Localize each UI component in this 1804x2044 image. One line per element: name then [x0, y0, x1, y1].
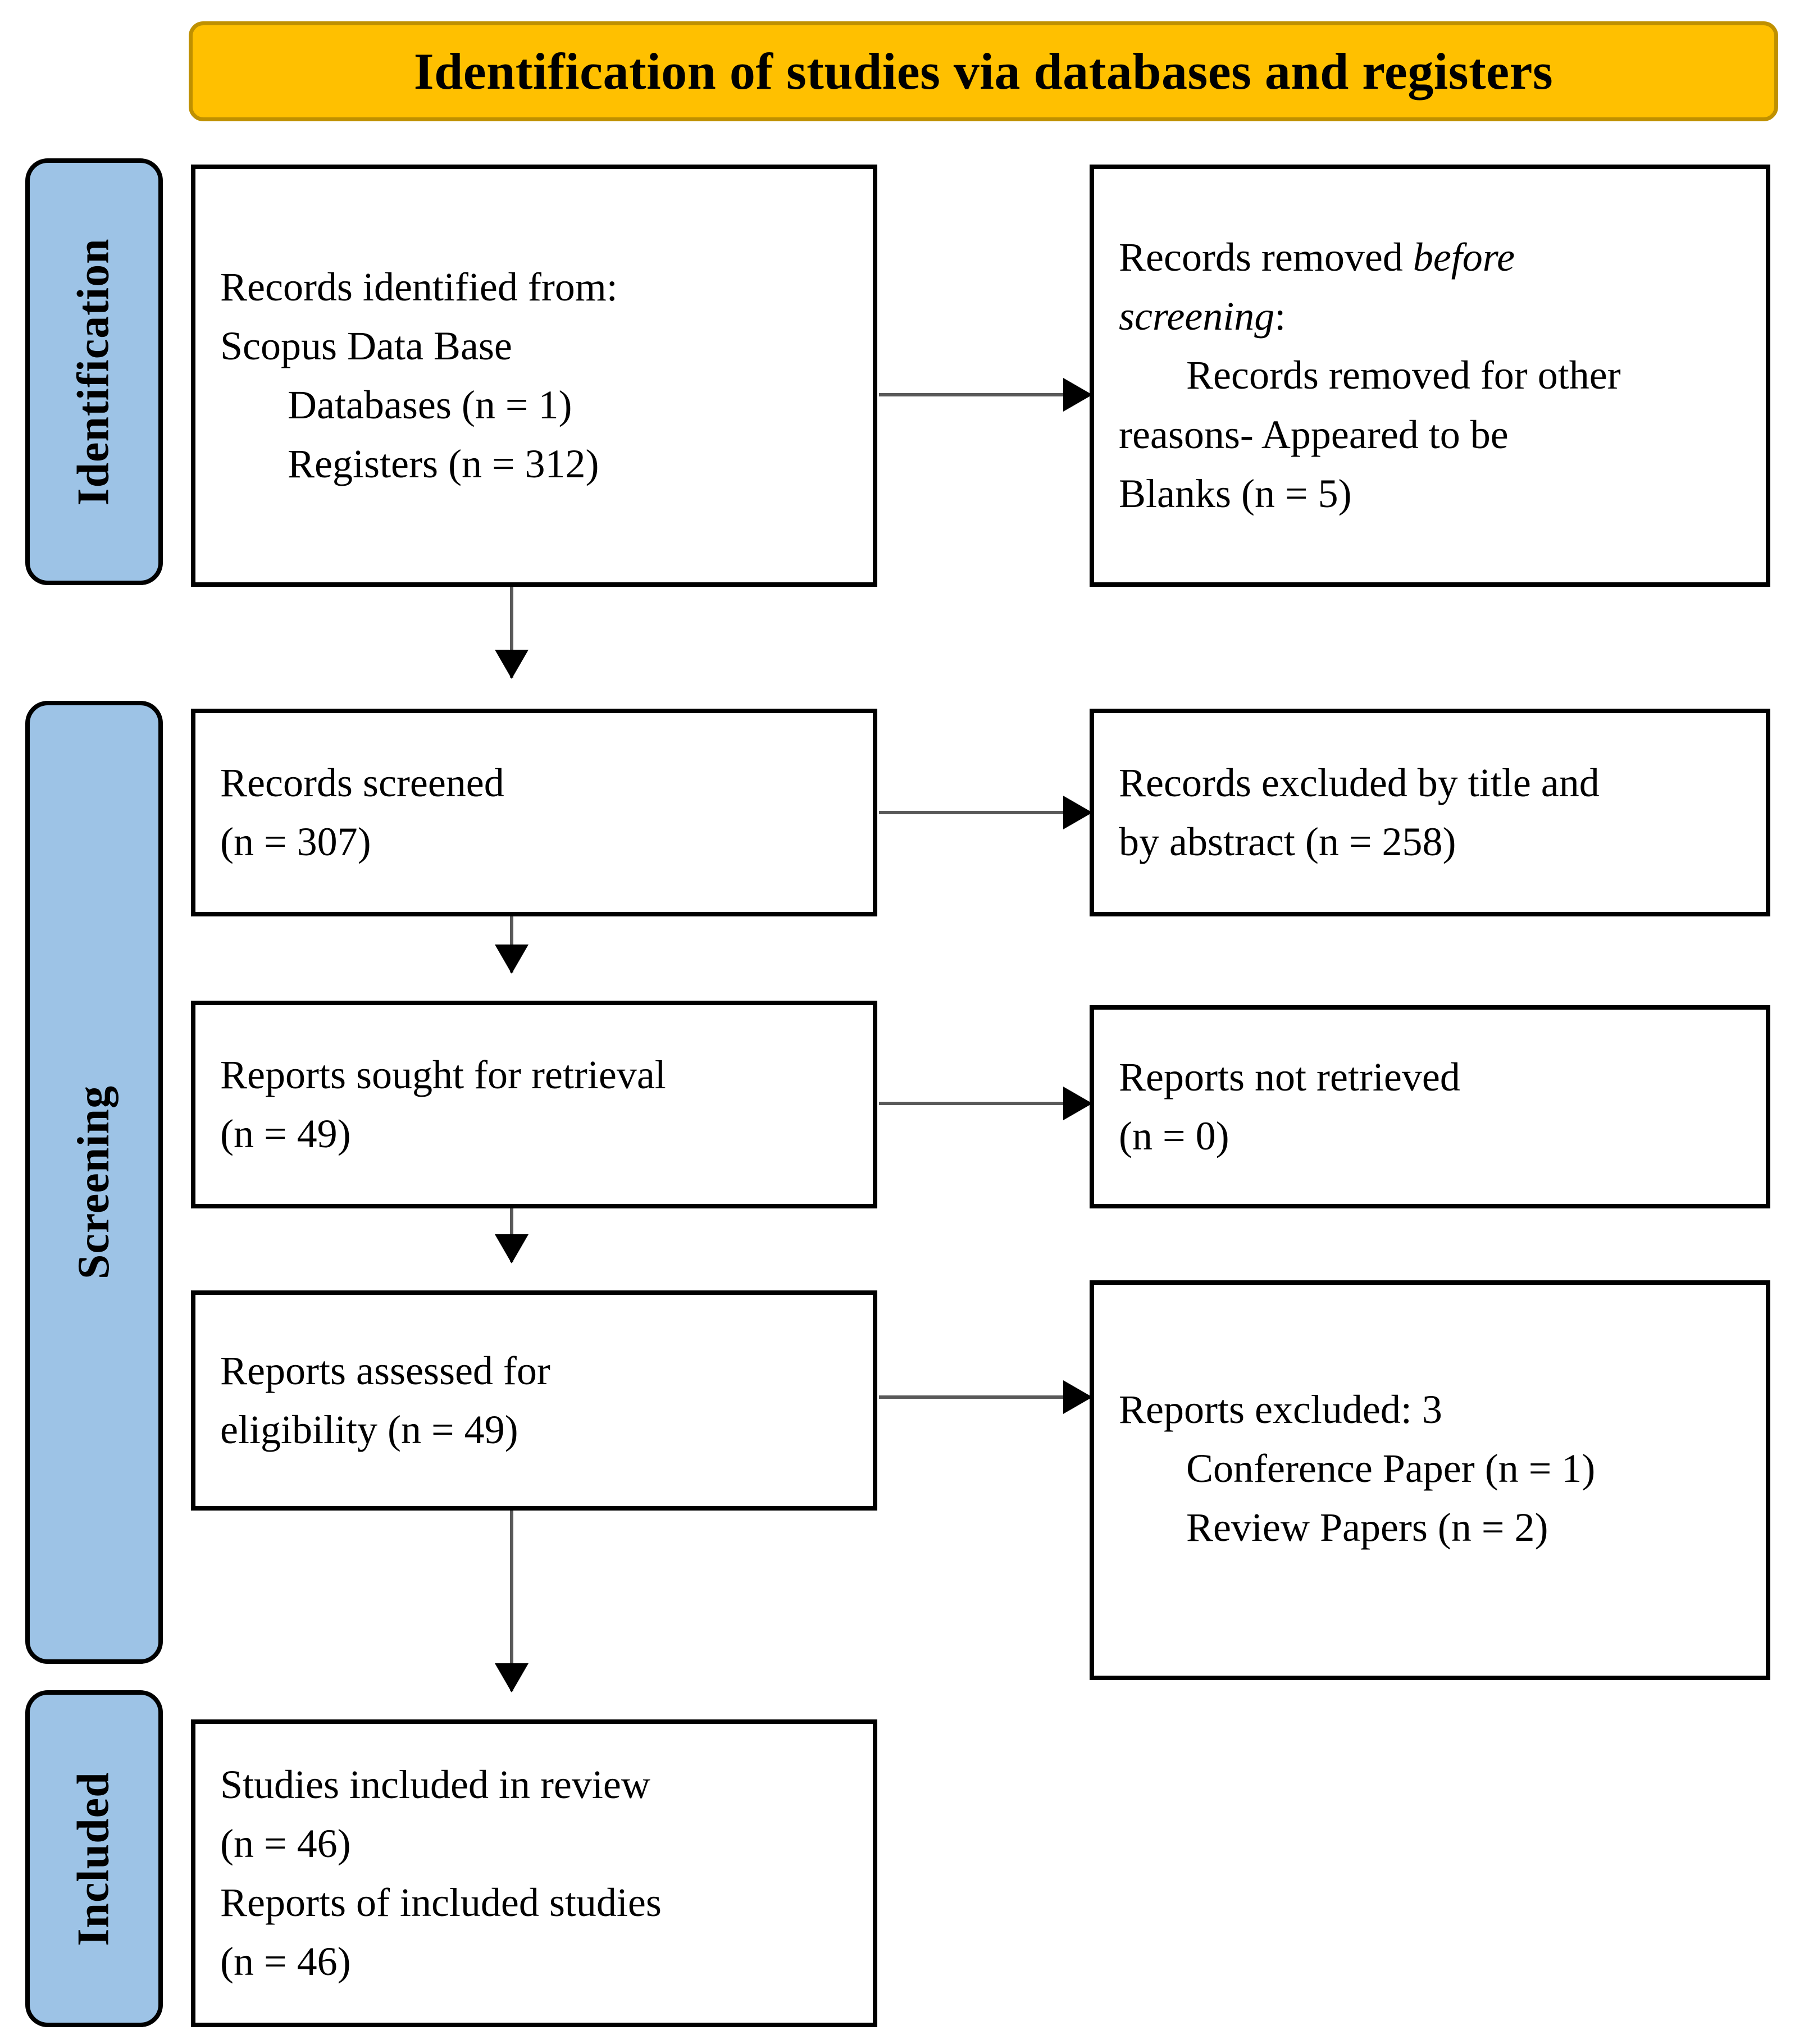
reports-assessed-line-2: eligibility (n = 49)	[220, 1407, 518, 1452]
records-identified-line-2: Scopus Data Base	[220, 323, 512, 368]
reports-not-retrieved-line-2: (n = 0)	[1119, 1114, 1229, 1158]
stage-label-screening: Screening	[25, 701, 163, 1664]
reports-excluded-review-papers: Review Papers (n = 2)	[1186, 1505, 1548, 1550]
arrow-right-screened-to-excluded	[879, 796, 1092, 829]
records-removed-line-5: Blanks (n = 5)	[1119, 471, 1352, 516]
stage-label-included: Included	[25, 1690, 163, 2027]
records-screened-line-2: (n = 307)	[220, 819, 371, 864]
box-reports-assessed-for-eligibility: Reports assessed for eligibility (n = 49…	[191, 1290, 877, 1511]
diagram-title-banner: Identification of studies via databases …	[189, 21, 1778, 121]
records-screened-line-1: Records screened	[220, 760, 504, 805]
studies-included-line-1: Studies included in review	[220, 1762, 650, 1807]
stage-label-included-text: Included	[69, 1771, 119, 1946]
box-records-removed-before-screening: Records removed before screening: Record…	[1090, 165, 1770, 587]
arrow-right-assessed-to-reports-excluded	[879, 1380, 1092, 1414]
records-removed-line-1: Records removed before	[1119, 228, 1741, 287]
box-records-screened: Records screened (n = 307)	[191, 709, 877, 916]
diagram-title: Identification of studies via databases …	[413, 43, 1554, 100]
stage-label-identification-text: Identification	[69, 238, 119, 506]
arrow-right-sought-to-not-retrieved	[879, 1087, 1092, 1120]
reports-sought-line-1: Reports sought for retrieval	[220, 1052, 666, 1097]
studies-included-line-2: (n = 46)	[220, 1821, 351, 1866]
records-removed-line-1-prefix: Records removed	[1119, 235, 1413, 280]
box-records-identified: Records identified from: Scopus Data Bas…	[191, 165, 877, 587]
records-removed-line-2-suffix: :	[1274, 294, 1286, 339]
records-excluded-line-2: by abstract (n = 258)	[1119, 819, 1456, 864]
box-records-excluded: Records excluded by title and by abstrac…	[1090, 709, 1770, 916]
reports-not-retrieved-line-1: Reports not retrieved	[1119, 1054, 1460, 1099]
reports-assessed-line-1: Reports assessed for	[220, 1348, 550, 1393]
records-removed-line-4: reasons- Appeared to be	[1119, 412, 1509, 457]
arrow-right-identified-to-removed	[879, 378, 1092, 412]
studies-included-line-3: Reports of included studies	[220, 1880, 662, 1925]
reports-excluded-line-1: Reports excluded: 3	[1119, 1387, 1442, 1432]
records-identified-registers: Registers (n = 312)	[288, 441, 599, 487]
box-reports-not-retrieved: Reports not retrieved (n = 0)	[1090, 1005, 1770, 1208]
records-removed-line-2-italic: screening	[1119, 294, 1275, 339]
box-reports-excluded: Reports excluded: 3 Conference Paper (n …	[1090, 1280, 1770, 1680]
arrow-down-identified-to-screened	[495, 587, 529, 679]
arrow-down-sought-to-assessed	[495, 1208, 529, 1263]
records-removed-line-1-italic: before	[1413, 235, 1515, 280]
records-identified-databases: Databases (n = 1)	[288, 382, 572, 427]
arrow-down-screened-to-sought	[495, 916, 529, 974]
records-removed-line-2: screening:	[1119, 287, 1741, 346]
stage-label-identification: Identification	[25, 158, 163, 585]
reports-sought-line-2: (n = 49)	[220, 1111, 351, 1156]
records-excluded-line-1: Records excluded by title and	[1119, 760, 1600, 805]
arrow-down-assessed-to-included	[495, 1511, 529, 1692]
box-reports-sought-for-retrieval: Reports sought for retrieval (n = 49)	[191, 1001, 877, 1208]
stage-label-screening-text: Screening	[69, 1085, 119, 1280]
box-studies-included-in-review: Studies included in review (n = 46) Repo…	[191, 1719, 877, 2027]
records-removed-line-3: Records removed for other	[1186, 353, 1621, 398]
reports-excluded-conference-paper: Conference Paper (n = 1)	[1186, 1446, 1596, 1491]
records-identified-line-1: Records identified from:	[220, 264, 618, 309]
studies-included-line-4: (n = 46)	[220, 1939, 351, 1984]
